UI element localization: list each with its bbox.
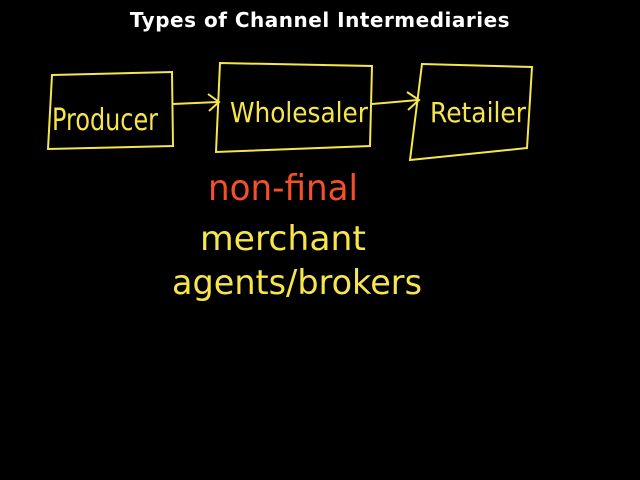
retailer-box: Retailer (408, 62, 534, 162)
page-title: Types of Channel Intermediaries (129, 8, 511, 32)
merchant-note: merchant (200, 219, 366, 259)
wholesaler-label: Wholesaler (230, 96, 368, 129)
producer-box: Producer (46, 70, 175, 151)
arrow-producer-to-wholesaler (172, 93, 221, 112)
wholesaler-box: Wholesaler (214, 61, 374, 154)
retailer-label: Retailer (430, 96, 526, 129)
agents-brokers-note: agents/brokers (172, 263, 422, 303)
non-final-note: non-final (208, 168, 358, 209)
producer-label: Producer (52, 103, 159, 138)
arrow-wholesaler-to-retailer (371, 91, 421, 111)
